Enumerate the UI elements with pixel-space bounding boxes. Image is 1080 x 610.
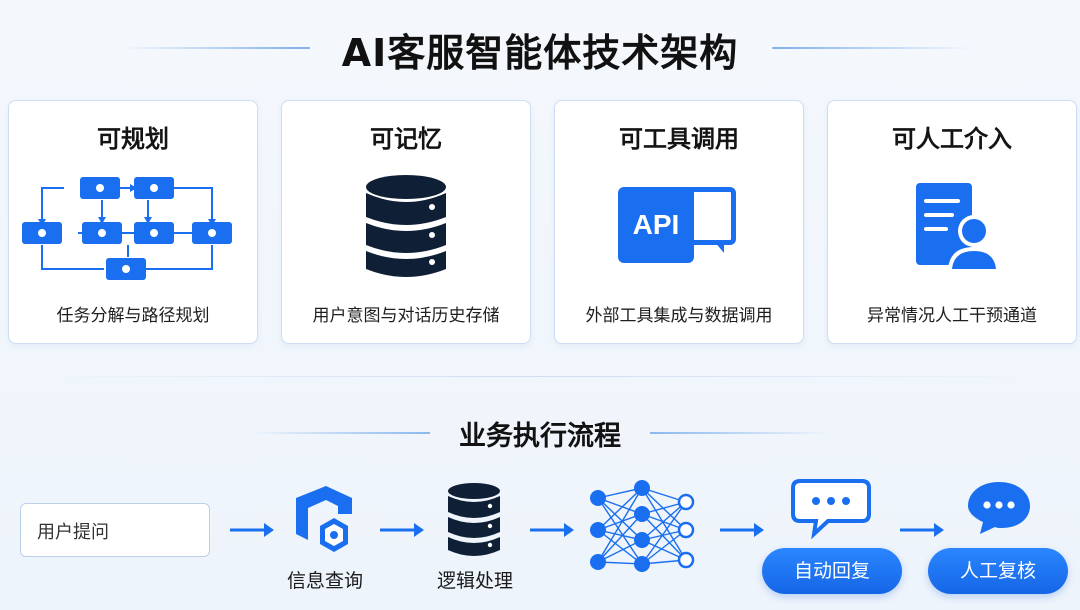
api-label: API <box>618 187 694 263</box>
flow-divider-left <box>250 432 430 434</box>
card-description: 外部工具集成与数据调用 <box>585 306 773 326</box>
arrow-icon <box>530 523 574 537</box>
title-row: AI客服智能体技术架构 <box>0 18 1080 76</box>
auto-reply-button[interactable]: 自动回复 <box>762 548 902 594</box>
question-input[interactable]: 用户提问 <box>20 503 210 557</box>
flowchart-icon <box>9 173 257 293</box>
arrow-icon <box>900 523 944 537</box>
card-title: 可规划 <box>97 125 169 153</box>
database-icon <box>282 173 530 293</box>
hexagon-search-icon <box>296 486 352 552</box>
database-icon <box>448 483 500 556</box>
human-review-button[interactable]: 人工复核 <box>928 548 1068 594</box>
page-title: AI客服智能体技术架构 <box>341 31 739 75</box>
step-label-query: 信息查询 <box>286 570 363 592</box>
input-placeholder: 用户提问 <box>37 522 109 543</box>
card-description: 任务分解与路径规划 <box>56 306 210 326</box>
title-divider-left <box>120 47 310 49</box>
capability-card-planning: 可规划 <box>8 100 258 344</box>
section-divider <box>40 376 1040 377</box>
card-description: 用户意图与对话历史存储 <box>312 306 500 326</box>
chat-bubble-filled-icon <box>968 482 1030 534</box>
flow-divider-right <box>650 432 830 434</box>
capability-card-memory: 可记忆 用户意图与对话历史存储 <box>281 100 531 344</box>
card-title: 可记忆 <box>370 125 442 153</box>
arrow-icon <box>230 523 274 537</box>
arrow-icon <box>380 523 424 537</box>
arrow-icon <box>720 523 764 537</box>
api-icon: API <box>555 173 803 293</box>
flow-title: 业务执行流程 <box>459 421 621 452</box>
document-user-icon <box>828 173 1076 293</box>
capability-card-tool-call: 可工具调用 API 外部工具集成与数据调用 <box>554 100 804 344</box>
flow-title-row: 业务执行流程 <box>0 410 1080 458</box>
card-title: 可人工介入 <box>892 125 1012 153</box>
card-description: 异常情况人工干预通道 <box>867 306 1037 326</box>
title-divider-right <box>772 47 972 49</box>
card-title: 可工具调用 <box>619 125 739 153</box>
neural-network-icon <box>590 480 695 572</box>
capability-card-human: 可人工介入 异常情况人工干预通道 <box>827 100 1077 344</box>
chat-bubble-icon <box>791 479 871 540</box>
step-label-logic: 逻辑处理 <box>436 570 513 592</box>
